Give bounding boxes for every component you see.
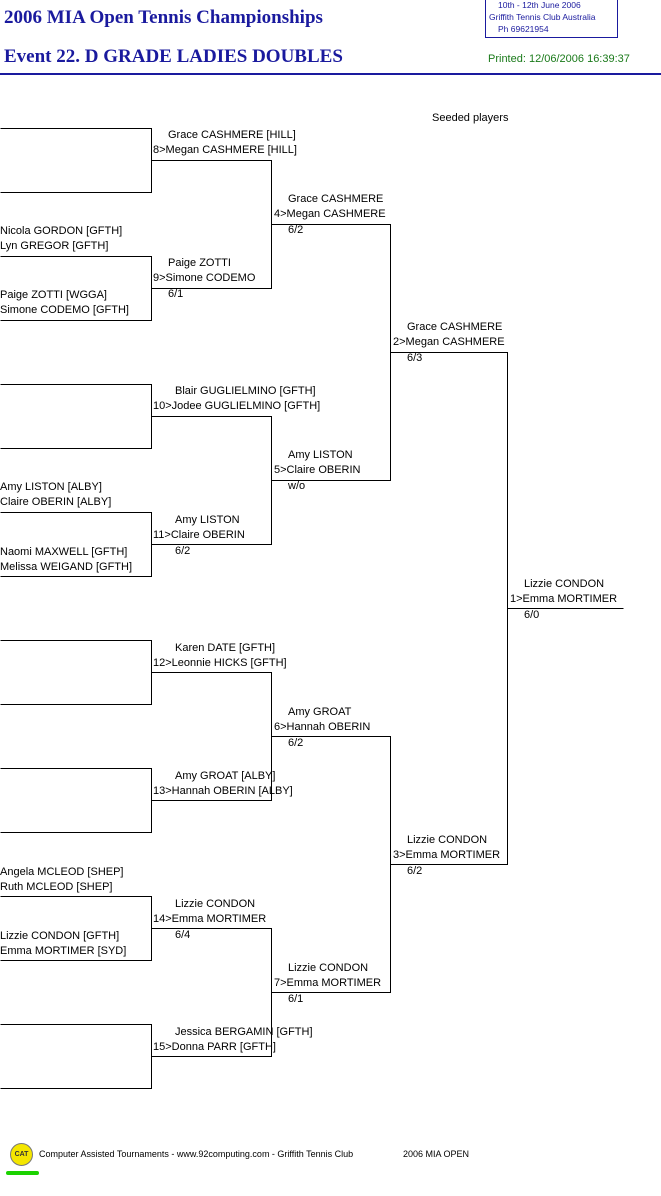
r2-match-2-player2: 9>Simone CODEMO [153,272,256,284]
r3-match-1-player1: Grace CASHMERE [288,193,384,205]
tournament-title: 2006 MIA Open Tennis Championships [4,7,323,28]
r2-match-5-player2: 12>Leonnie HICKS [GFTH] [153,657,287,669]
r4-match-2-score: 6/2 [407,865,423,877]
r4-match-2-player2: 3>Emma MORTIMER [393,849,501,861]
winner-player1: Lizzie CONDON [524,578,605,590]
r2-match-7-player2: 14>Emma MORTIMER [153,913,267,925]
r1-connector-1 [0,128,152,193]
r1-connector-5 [0,640,152,705]
header-divider [0,73,661,75]
r2-match-2-score: 6/1 [168,288,184,300]
r2-match-2-player1: Paige ZOTTI [168,257,231,269]
r3-match-4-player1: Lizzie CONDON [288,962,369,974]
r3-match-1-score: 6/2 [288,224,304,236]
r3-connector-1 [271,224,391,481]
r1-entry-6-player1: Naomi MAXWELL [GFTH] [0,546,128,558]
r1-entry-10-player1: Lizzie CONDON [GFTH] [0,930,120,942]
r2-match-7-player1: Lizzie CONDON [175,898,256,910]
r1-connector-3 [0,384,152,449]
r1-entry-10-player2: Emma MORTIMER [SYD] [0,945,127,957]
info-dates: 10th - 12th June 2006 [498,0,581,10]
r2-match-6-player2: 13>Hannah OBERIN [ALBY] [153,785,293,797]
r1-entry-2-player2: Lyn GREGOR [GFTH] [0,240,109,252]
footer-event-name: 2006 MIA OPEN [403,1149,470,1159]
cat-logo-icon: CAT [10,1143,33,1166]
r1-connector-6 [0,768,152,833]
event-title: Event 22. D GRADE LADIES DOUBLES [4,46,343,67]
r2-match-8-player2: 15>Donna PARR [GFTH] [153,1041,276,1053]
r4-match-2-player1: Lizzie CONDON [407,834,488,846]
r3-match-1-player2: 4>Megan CASHMERE [274,208,386,220]
r3-match-3-player1: Amy GROAT [288,706,352,718]
r2-match-1-player1: Grace CASHMERE [HILL] [168,129,296,141]
r2-match-7-score: 6/4 [175,929,191,941]
info-phone: Ph 69621954 [498,24,549,34]
r3-match-4-player2: 7>Emma MORTIMER [274,977,382,989]
r2-match-4-score: 6/2 [175,545,191,557]
r3-match-3-score: 6/2 [288,737,304,749]
r1-entry-5-player2: Claire OBERIN [ALBY] [0,496,112,508]
winner-score: 6/0 [524,609,540,621]
footer-credit: Computer Assisted Tournaments - www.92co… [39,1149,354,1159]
r2-match-1-player2: 8>Megan CASHMERE [HILL] [153,144,297,156]
r3-match-2-score: w/o [288,480,306,492]
r1-entry-6-player2: Melissa WEIGAND [GFTH] [0,561,133,573]
r3-connector-2 [271,736,391,993]
r1-entry-5-player1: Amy LISTON [ALBY] [0,481,102,493]
r2-match-4-player2: 11>Claire OBERIN [153,529,245,541]
r2-match-6-player1: Amy GROAT [ALBY] [175,770,276,782]
info-club: Griffith Tennis Club Australia [489,12,596,22]
r2-match-5-player1: Karen DATE [GFTH] [175,642,276,654]
r3-match-4-score: 6/1 [288,993,304,1005]
r1-entry-9-player2: Ruth MCLEOD [SHEP] [0,881,113,893]
r4-match-1-player2: 2>Megan CASHMERE [393,336,505,348]
r1-entry-9-player1: Angela MCLEOD [SHEP] [0,866,124,878]
r3-match-2-player1: Amy LISTON [288,449,353,461]
r4-connector [390,352,508,865]
r3-match-2-player2: 5>Claire OBERIN [274,464,361,476]
printed-timestamp: Printed: 12/06/2006 16:39:37 [488,53,630,65]
r4-match-1-score: 6/3 [407,352,423,364]
r3-match-3-player2: 6>Hannah OBERIN [274,721,371,733]
r2-match-3-player2: 10>Jodee GUGLIELMINO [GFTH] [153,400,321,412]
r1-entry-3-player2: Simone CODEMO [GFTH] [0,304,129,316]
r1-connector-8 [0,1024,152,1089]
tournament-info-box: 10th - 12th June 2006 Griffith Tennis Cl… [485,0,618,38]
winner-player2: 1>Emma MORTIMER [510,593,618,605]
cat-logo-bar [6,1171,39,1175]
r2-match-4-player1: Amy LISTON [175,514,240,526]
r1-entry-3-player1: Paige ZOTTI [WGGA] [0,289,107,301]
seeded-players-label: Seeded players [432,112,509,124]
r2-match-3-player1: Blair GUGLIELMINO [GFTH] [175,385,316,397]
r2-match-8-player1: Jessica BERGAMIN [GFTH] [175,1026,313,1038]
r1-entry-2-player1: Nicola GORDON [GFTH] [0,225,123,237]
r4-match-1-player1: Grace CASHMERE [407,321,503,333]
